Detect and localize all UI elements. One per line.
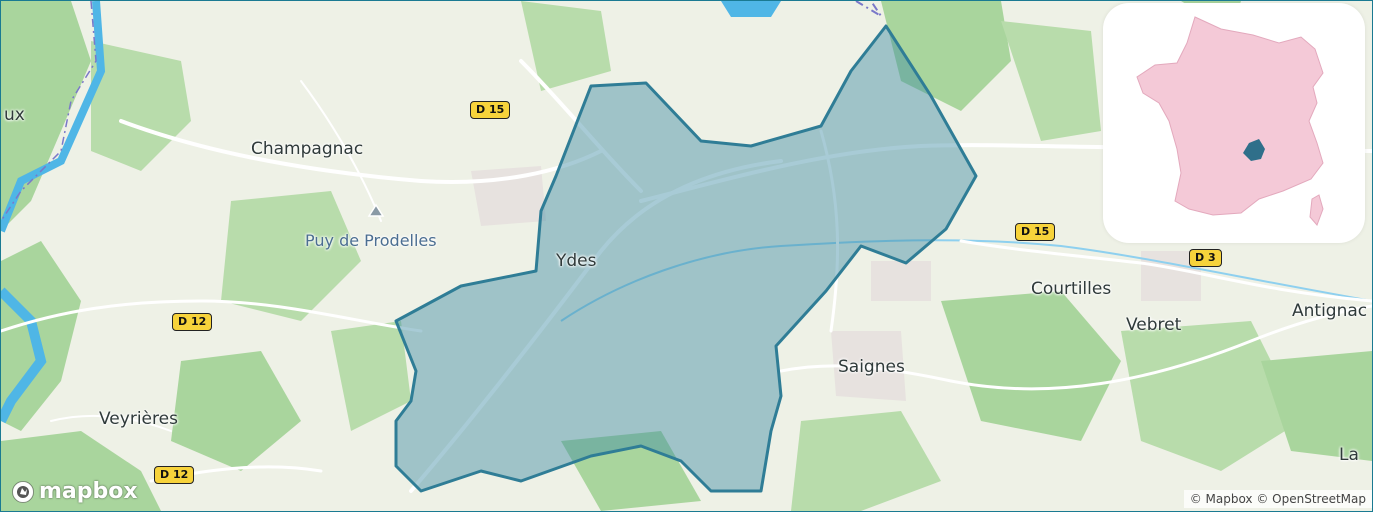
place-label-saignes: Saignes: [838, 357, 905, 377]
place-label-vebret: Vebret: [1126, 315, 1182, 335]
place-label-veyrieres: Veyrières: [99, 409, 178, 429]
road-shield-d15: D 15: [470, 101, 511, 119]
place-label-courtilles: Courtilles: [1031, 279, 1112, 299]
poi-label-puy-de-prodelles: Puy de Prodelles: [305, 231, 437, 250]
mapbox-logo-icon: [12, 480, 34, 503]
place-label-ydes: Ydes: [556, 251, 597, 271]
water-features: [1, 1, 1372, 424]
highlighted-region[interactable]: [394, 24, 978, 493]
inset-highlight-region: [1243, 139, 1265, 161]
place-label-ux: ux: [4, 105, 25, 125]
france-outline: [1136, 16, 1324, 226]
mapbox-logo-text: mapbox: [39, 479, 138, 504]
place-label-antignac: Antignac: [1292, 301, 1368, 321]
road-shield-d15-east: D 15: [1015, 223, 1056, 241]
administrative-boundary-west: [1, 1, 97, 222]
road-shield-d12: D 12: [172, 313, 213, 331]
road-shield-d3: D 3: [1189, 249, 1222, 267]
administrative-boundary: [855, 1, 882, 17]
map-attribution[interactable]: © Mapbox © OpenStreetMap: [1183, 490, 1372, 508]
place-label-champagnac: Champagnac: [251, 139, 364, 159]
mountain-peak-icon: [367, 203, 385, 217]
road-shield-d12-south: D 12: [154, 466, 195, 484]
place-label-la: La: [1339, 445, 1359, 465]
inset-locator-map: [1103, 3, 1365, 243]
mapbox-logo[interactable]: mapbox: [11, 479, 138, 504]
